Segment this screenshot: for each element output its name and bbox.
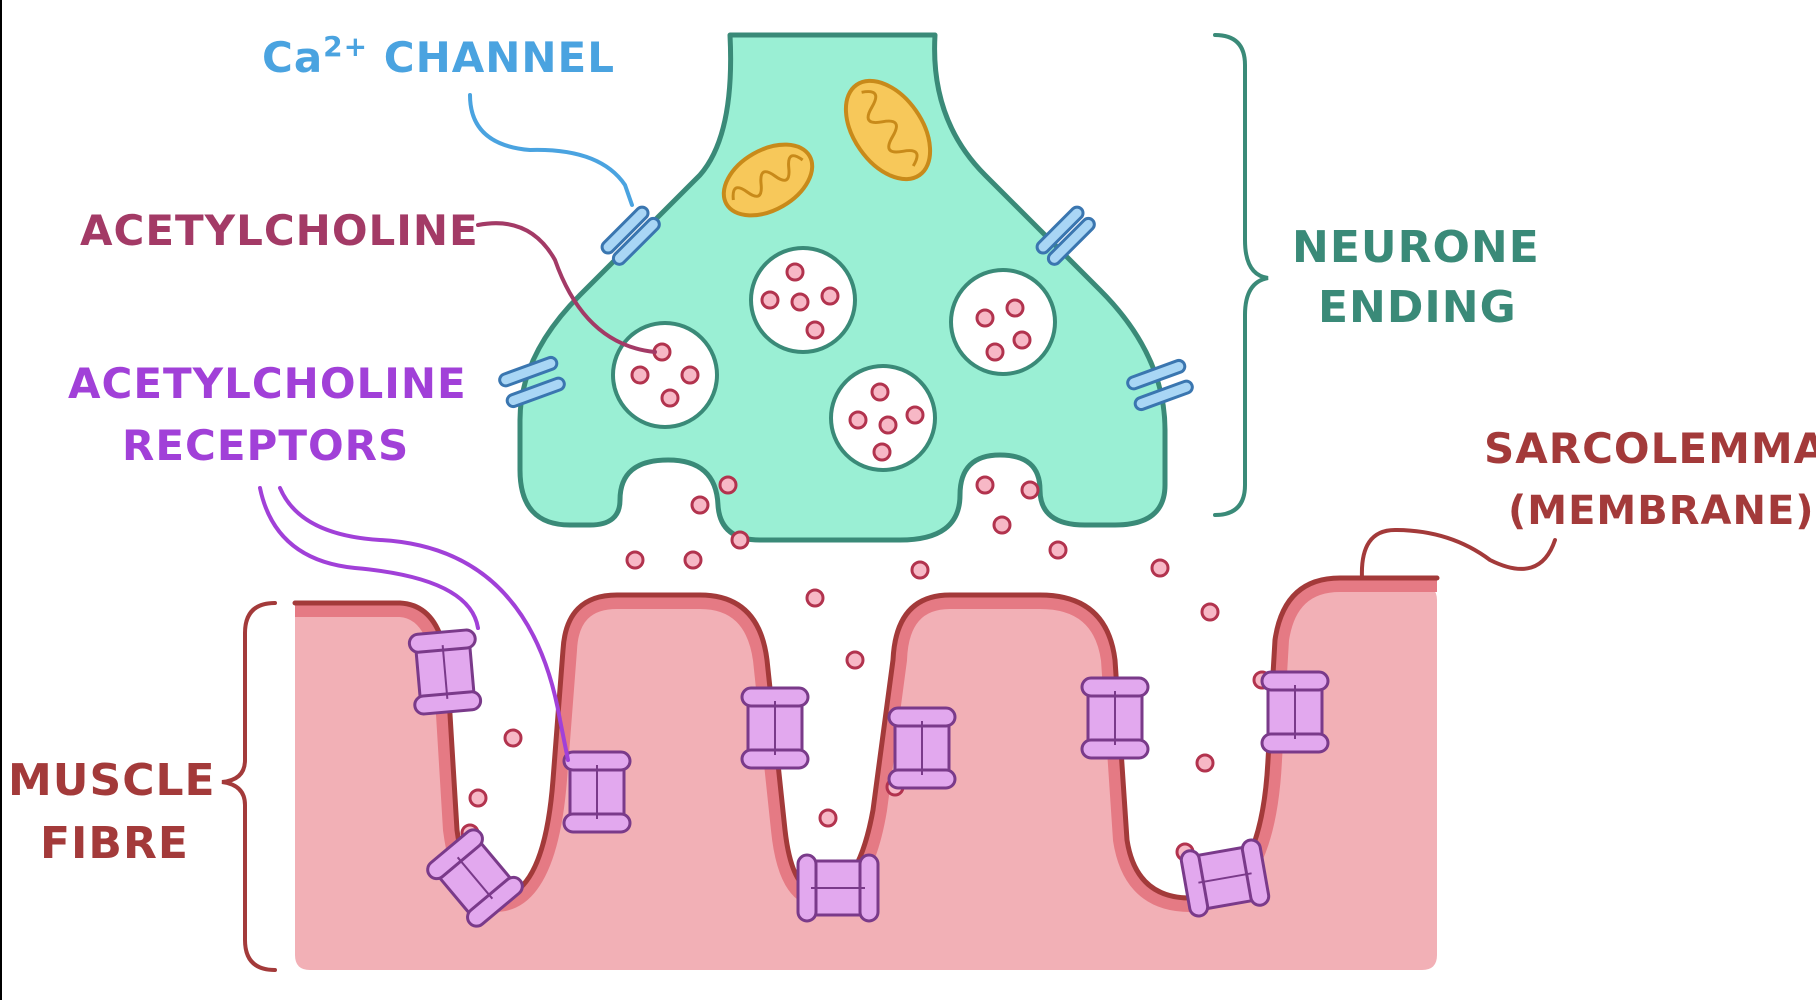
receptors-label-line1: ACETYLCHOLINE [68, 359, 467, 408]
ca-channel-2 [1035, 205, 1096, 266]
muscle-fibre-body [295, 585, 1437, 970]
neurone-brace [1213, 33, 1269, 517]
muscle-label-line1: MUSCLE [8, 755, 216, 806]
ca-channel-1 [600, 205, 661, 266]
ach-receptor-9 [1260, 670, 1330, 754]
ca-channel-superscript: 2+ [323, 30, 368, 63]
receptor-leader-line-2 [278, 486, 570, 762]
receptor-leader-line-1 [258, 486, 480, 630]
ca-channel-3 [498, 355, 566, 409]
sarcolemma-leader-line [1359, 527, 1557, 580]
acetylcholine-leader-line [476, 221, 657, 354]
receptors-label-line2: RECEPTORS [122, 421, 409, 470]
neurone-label-line1: NEURONE [1292, 222, 1540, 273]
ach-receptor-4 [740, 686, 810, 770]
vesicle-1 [611, 321, 719, 429]
mitochondrion-1 [721, 142, 815, 218]
acetylcholine-label: ACETYLCHOLINE [80, 206, 479, 255]
ach-receptor-6 [796, 853, 880, 923]
muscle-label-line2: FIBRE [40, 818, 189, 869]
ca-channel-prefix: Ca [262, 33, 323, 82]
ca-channel-leader-line [468, 93, 634, 207]
sarcolemma-label-line1: SARCOLEMMA [1484, 424, 1816, 473]
vesicle-3 [949, 268, 1057, 376]
mitochondrion-2 [843, 78, 933, 182]
sarcolemma-label-line2: (MEMBRANE) [1508, 488, 1815, 534]
ach-receptor-5 [887, 706, 957, 790]
neurone-label-line2: ENDING [1318, 282, 1517, 333]
muscle-brace [221, 601, 277, 972]
ca-channel-4 [1126, 358, 1194, 412]
ach-receptor-2 [562, 750, 632, 834]
ach-receptor-8 [1179, 838, 1271, 918]
ach-molecules-in-vesicles [630, 262, 1032, 462]
ach-receptor-3 [426, 828, 524, 928]
ach-receptor-7 [1080, 676, 1150, 760]
ca-channel-word: CHANNEL [368, 33, 615, 82]
ca-channel-label: Ca2+ CHANNEL [262, 30, 615, 82]
ach-receptor-1 [407, 628, 483, 716]
